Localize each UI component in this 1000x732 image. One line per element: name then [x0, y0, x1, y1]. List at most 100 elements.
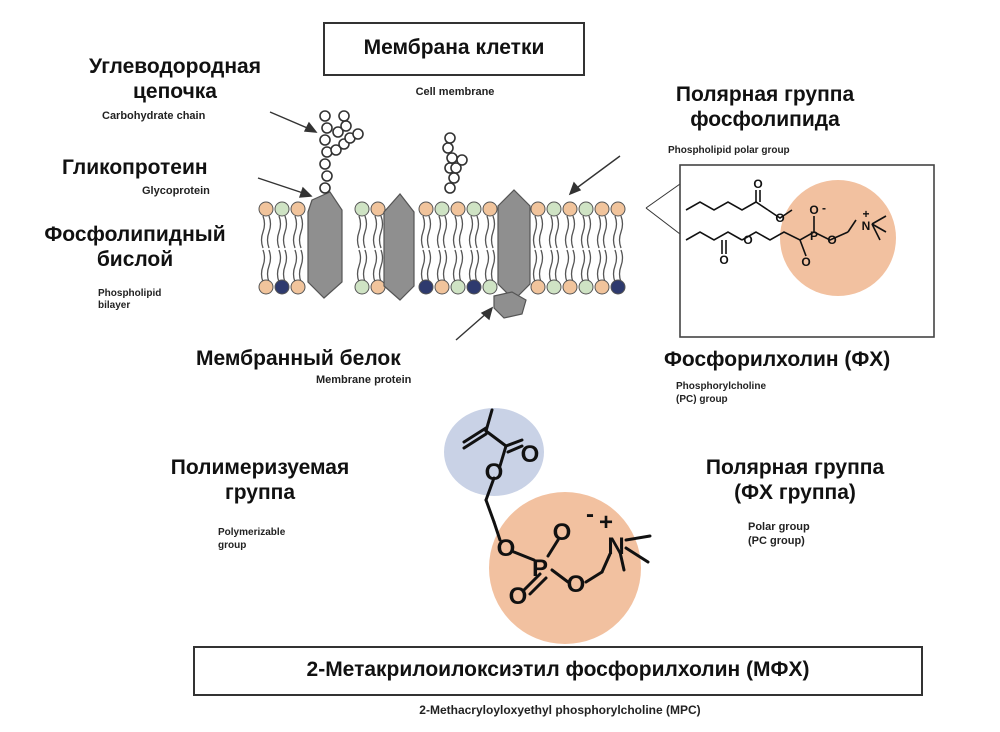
mpc-atoms: O O O P O O O N + - [485, 441, 625, 610]
sugar-bead [319, 158, 331, 170]
sugar-bead [340, 120, 352, 132]
pc-detail-atoms: O O O O P O O O N + - [719, 177, 870, 269]
mpc-title: 2-Метакрилоилоксиэтил фосфорилхолин (МФХ… [306, 658, 810, 681]
lipid-head-bottom [434, 279, 450, 295]
lipid-tail [570, 215, 576, 249]
lipid-tail [266, 249, 272, 283]
svg-text:+: + [599, 509, 613, 536]
lipid-head-top [610, 201, 626, 217]
carbohydrate-chain-beads [319, 110, 468, 194]
polymerizable-group-sublabel: Polymerizable group [218, 527, 286, 551]
pc-highlight-circle [780, 180, 896, 296]
sugar-bead [442, 142, 454, 154]
mpc-structure [462, 408, 652, 596]
lipid-tail [458, 215, 464, 249]
lipid-tail [490, 215, 496, 249]
phosphorylcholine-label: Фосфорилхолин (ФХ) [664, 348, 891, 371]
lipid-tail [474, 215, 480, 249]
mpc-subtitle: 2-Methacryloyloxyethyl phosphorylcholine… [419, 703, 701, 717]
lipid-tail [298, 249, 304, 283]
lipid-tail [618, 215, 624, 249]
lipid-head-top [482, 201, 498, 217]
lipid-tail [436, 215, 442, 249]
lipid-tail [452, 249, 458, 283]
lipid-tail [372, 249, 378, 283]
pc-polar-group-sublabel: Polar group (PC group) [748, 521, 810, 547]
glycoprotein-label: Гликопротеин [62, 156, 208, 179]
lipid-head-bottom [450, 279, 466, 295]
svg-text:O: O [801, 255, 810, 269]
lipid-head-bottom [290, 279, 306, 295]
lipid-head-top [466, 201, 482, 217]
lipid-tail [426, 215, 432, 249]
lipid-tail [420, 215, 426, 249]
lipid-tail [612, 215, 618, 249]
lipid-tail [276, 249, 282, 283]
lipid-tail [468, 249, 474, 283]
phosphorylcholine-sublabel: Phosphorylcholine (PC) group [676, 381, 767, 405]
glycoprotein-sublabel: Glycoprotein [142, 185, 210, 197]
lipid-tail [596, 249, 602, 283]
svg-text:N: N [607, 533, 624, 560]
lipid-head-bottom [274, 279, 290, 295]
lipid-tail [266, 215, 272, 249]
sugar-bead [448, 172, 460, 184]
lipid-head-top [562, 201, 578, 217]
polymerizable-group-circle [444, 408, 544, 496]
svg-text:O: O [827, 233, 836, 247]
lipid-tail [564, 215, 570, 249]
lipid-head-bottom [610, 279, 626, 295]
sugar-bead [446, 152, 458, 164]
lipid-tail [538, 215, 544, 249]
lipid-tails [260, 215, 624, 283]
lipid-head-top [418, 201, 434, 217]
lipid-tail [580, 249, 586, 283]
sugar-bead [352, 128, 364, 140]
lipid-tail [468, 215, 474, 249]
lipid-head-bottom [594, 279, 610, 295]
svg-text:O: O [743, 233, 752, 247]
phospholipid-polar-group-sublabel: Phospholipid polar group [668, 145, 790, 156]
phospholipid-bilayer-sublabel: Phospholipid bilayer [98, 288, 162, 311]
lipid-tail [532, 249, 538, 283]
lipid-tail [378, 249, 384, 283]
sugar-bead [450, 162, 462, 174]
lipid-tail [260, 215, 266, 249]
membrane-protein-shape-2 [497, 189, 531, 301]
lipid-tail [612, 249, 618, 283]
membrane-protein-base [493, 291, 527, 319]
lipid-tail [260, 249, 266, 283]
sugar-bead [330, 144, 342, 156]
pc-molecule-detail [685, 190, 887, 257]
svg-text:O: O [497, 535, 516, 562]
lipid-tail [362, 215, 368, 249]
lipid-tail [602, 215, 608, 249]
lipid-head-top [258, 201, 274, 217]
lipid-head-top [450, 201, 466, 217]
lipid-tail [426, 249, 432, 283]
sugar-bead [456, 154, 468, 166]
svg-text:-: - [586, 501, 594, 528]
lipid-head-bottom [418, 279, 434, 295]
svg-text:O: O [719, 253, 728, 267]
lipid-tail [362, 249, 368, 283]
sugar-bead [338, 110, 350, 122]
pc-polar-group-label: Полярная группа (ФХ группа) [705, 456, 885, 504]
sugar-bead [319, 182, 331, 194]
lipid-tail [292, 249, 298, 283]
lipid-head-top [594, 201, 610, 217]
lipid-head-bottom [530, 279, 546, 295]
lipid-tail [586, 249, 592, 283]
svg-text:-: - [822, 201, 826, 215]
lipid-head-top [434, 201, 450, 217]
svg-text:O: O [567, 571, 586, 598]
lipid-head-top [290, 201, 306, 217]
polymerizable-group-label: Полимеризуемая группа [170, 456, 350, 504]
cell-membrane-title-box: Мембрана клетки [323, 22, 585, 76]
lipid-tail [420, 249, 426, 283]
membrane-protein-label: Мембранный белок [196, 347, 401, 370]
lipid-head-bottom [482, 279, 498, 295]
lipid-tail [490, 249, 496, 283]
sugar-bead [321, 122, 333, 134]
